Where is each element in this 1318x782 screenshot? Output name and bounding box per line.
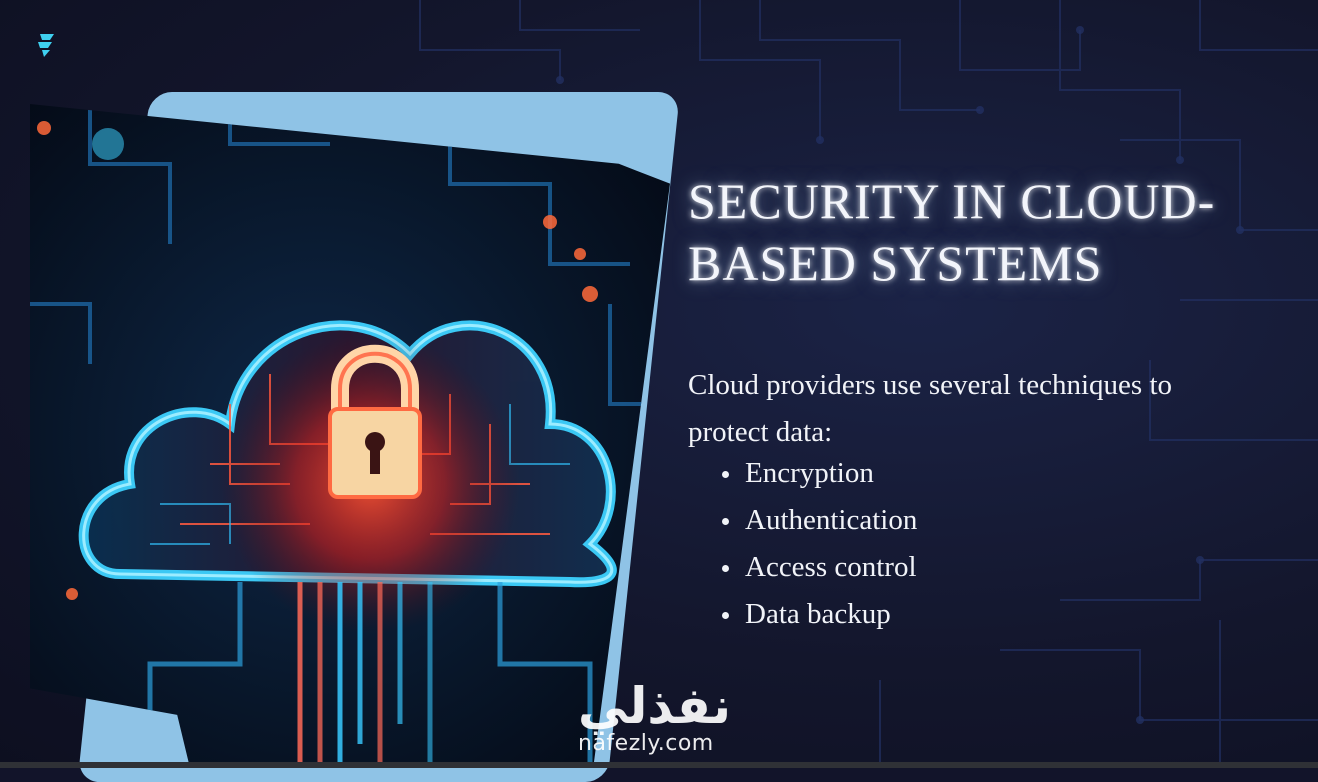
bottom-bar — [0, 762, 1318, 768]
list-item: Encryption — [722, 450, 917, 497]
bullet-list: Encryption Authentication Access control… — [722, 450, 917, 638]
slide-title: SECURITY IN CLOUD- BASED SYSTEMS — [688, 170, 1308, 294]
title-line-2: BASED SYSTEMS — [688, 235, 1103, 291]
list-item: Access control — [722, 544, 917, 591]
padlock-icon — [328, 344, 422, 499]
watermark-domain: nafezly.com — [578, 731, 714, 756]
watermark-arabic: نفذلي — [578, 677, 732, 735]
title-line-1: SECURITY IN CLOUD- — [688, 173, 1216, 229]
list-item: Authentication — [722, 497, 917, 544]
intro-text: Cloud providers use several techniques t… — [688, 369, 1173, 448]
list-item: Data backup — [722, 591, 917, 638]
brand-logo-icon — [38, 34, 54, 57]
cloud-security-illustration — [30, 104, 670, 768]
